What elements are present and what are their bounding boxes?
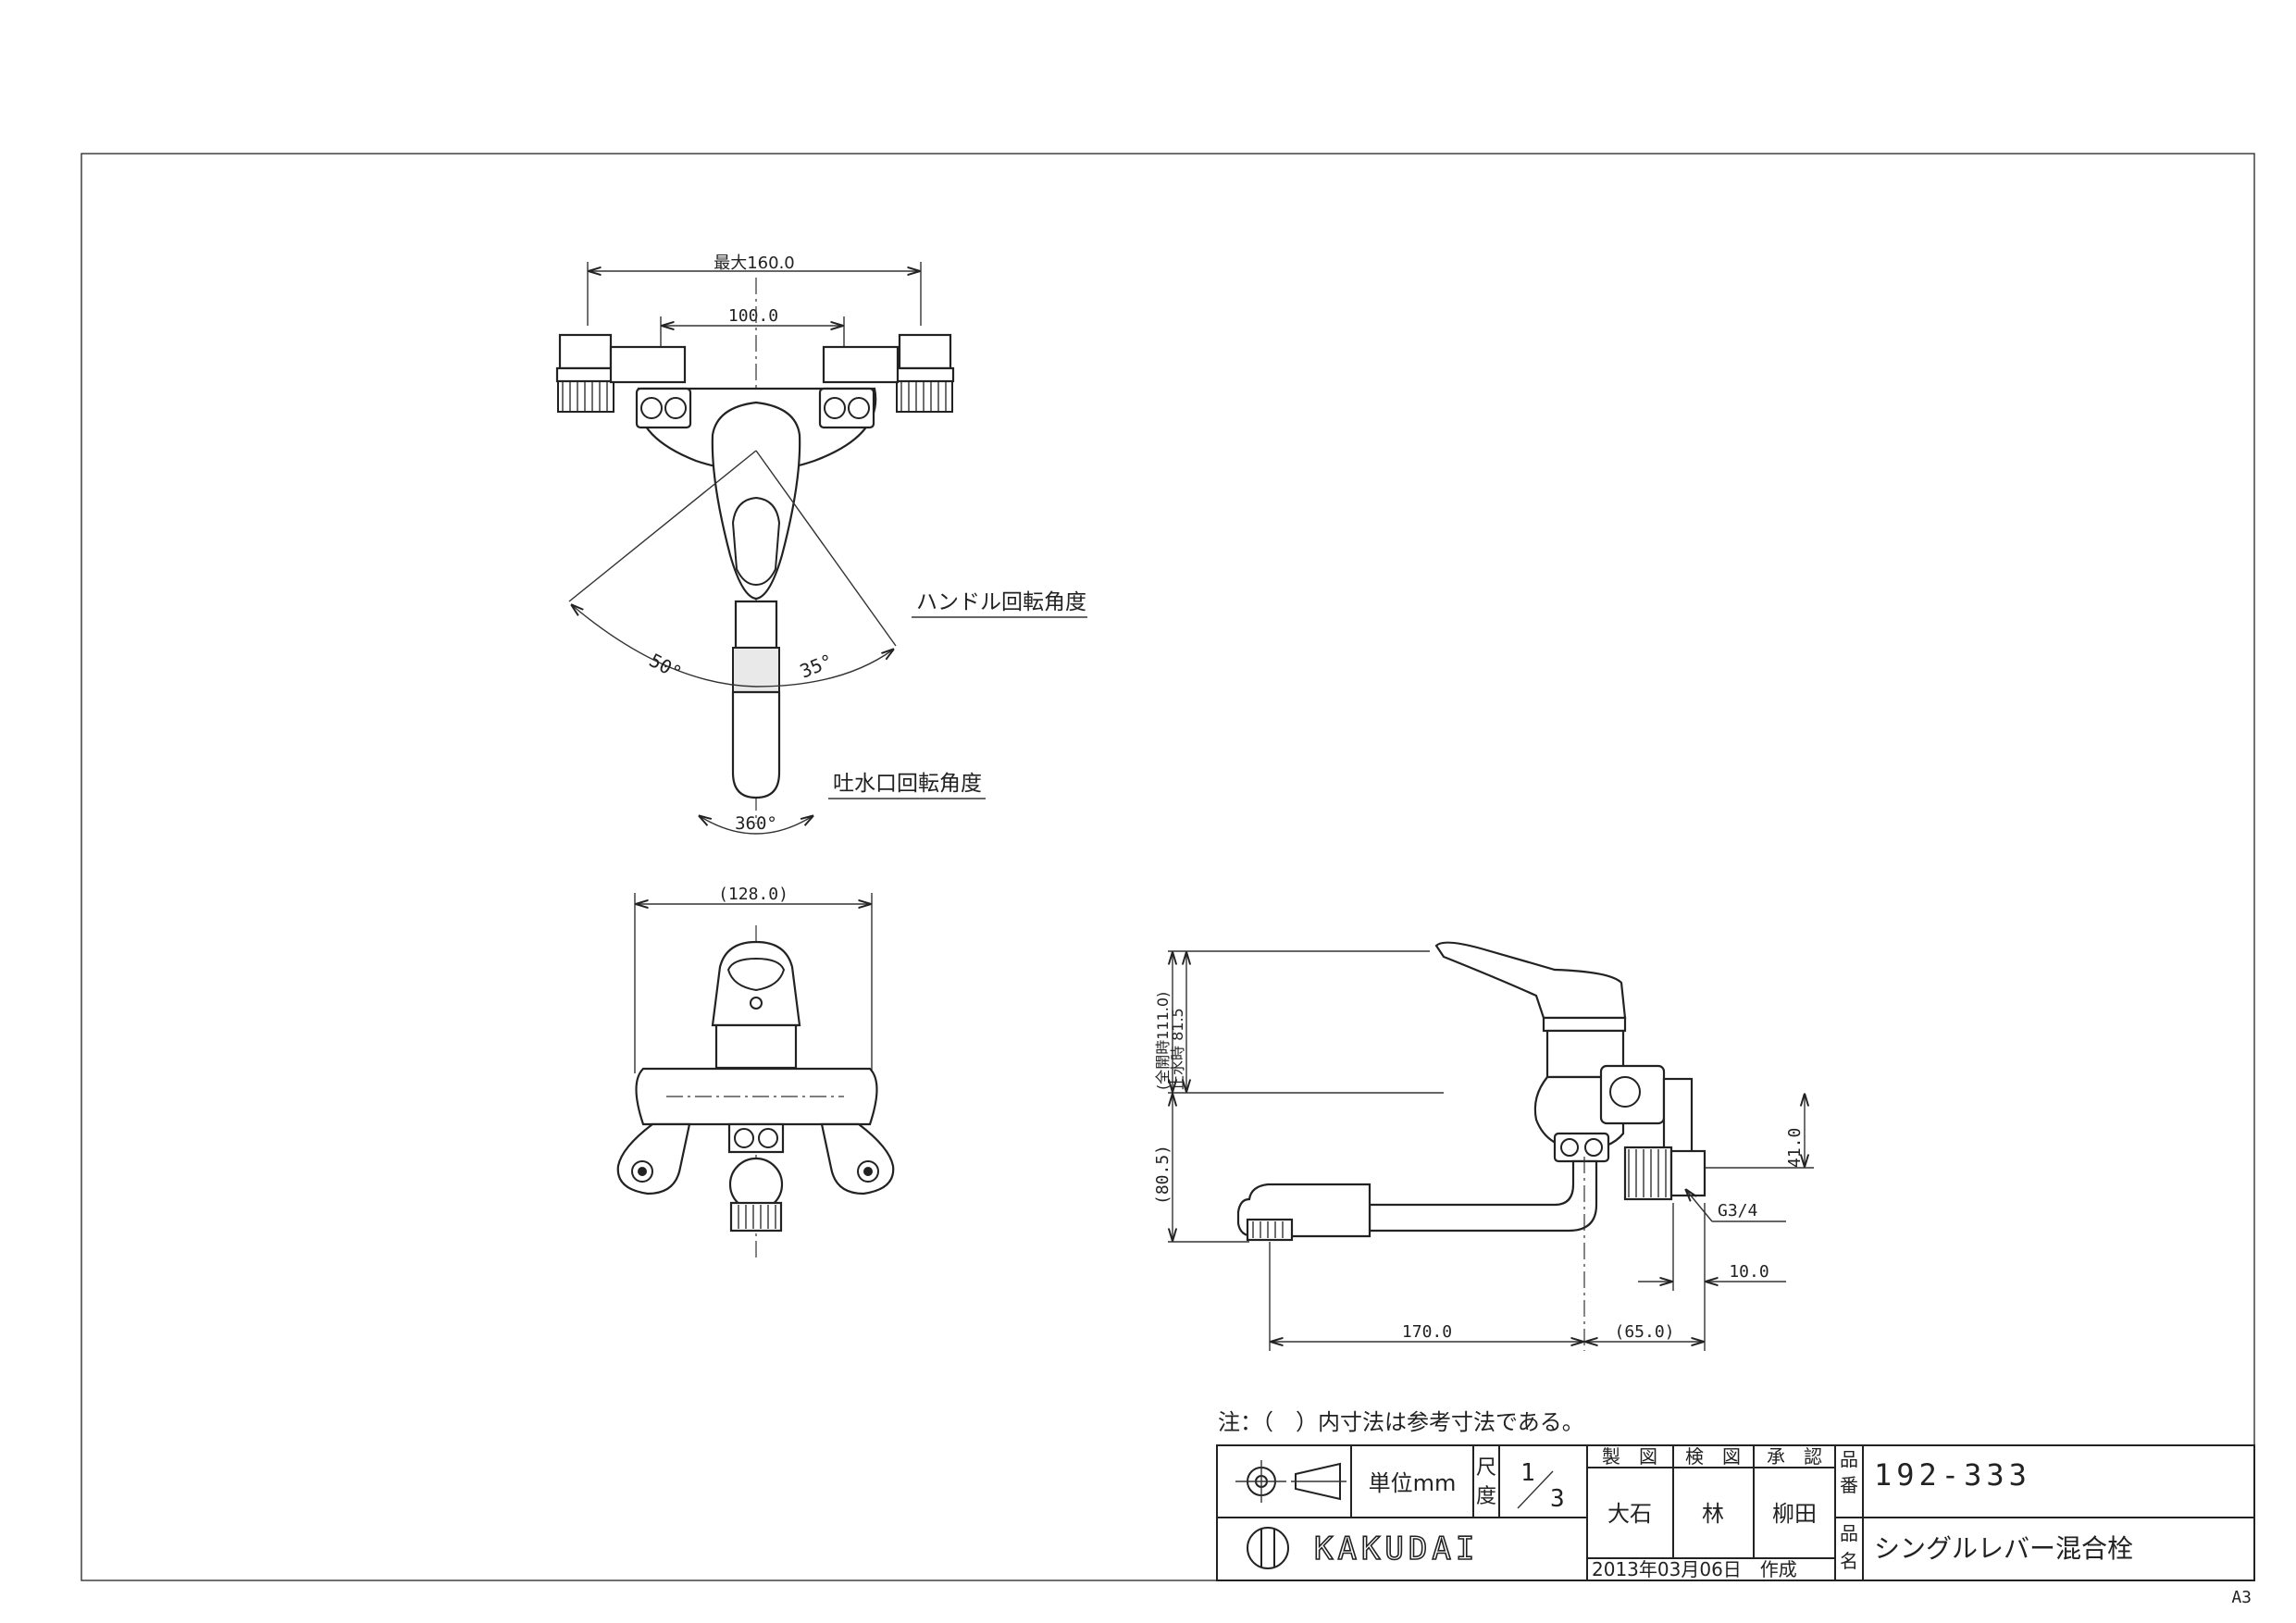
scale-label-2: 度: [1476, 1485, 1496, 1508]
handle-lever: [711, 401, 801, 601]
callout-spout-rotation: 吐水口回転角度: [833, 772, 982, 796]
lever-grip: [731, 496, 781, 587]
left-thread: [557, 380, 614, 413]
side-thread-nut: [1623, 1146, 1673, 1201]
approved-header: 承 認: [1767, 1445, 1822, 1468]
kakudai-logo: KAKUDAI: [1247, 1527, 1479, 1569]
spout-rotation-label: 360°: [735, 813, 777, 834]
front-spout-aerator: [729, 1201, 783, 1233]
dim-max-width-label: 最大160.0: [714, 254, 795, 273]
brand-name: KAKUDAI: [1314, 1530, 1479, 1567]
side-inlet-thread: [1669, 1149, 1706, 1197]
right-arm: [822, 345, 900, 384]
drawing-date: 2013年03月06日 作成: [1592, 1558, 1797, 1580]
title-block: 単位mm 尺 度 1 3 KAKUDAI 製 図 検 図 承 認 大石 林 柳田…: [1216, 1444, 2255, 1581]
scale-numerator: 1: [1520, 1459, 1535, 1487]
front-handle: [711, 940, 801, 1027]
part-no-label-1: 品: [1840, 1448, 1858, 1470]
side-view: (全開時111.0) 止水時 81.5 (80.5) 41.0: [1153, 941, 1814, 1351]
dim-front-width-label: (128.0): [718, 885, 788, 904]
side-aerator: [1246, 1218, 1294, 1242]
dim-depth-label: (65.0): [1614, 1322, 1674, 1342]
part-name-label-1: 品: [1840, 1522, 1858, 1544]
side-lever: [1434, 941, 1627, 1020]
scale-denominator: 3: [1550, 1485, 1565, 1513]
part-no-label-2: 番: [1840, 1474, 1858, 1496]
projection-symbol: [1235, 1460, 1347, 1503]
dim-lower-label: (80.5): [1153, 1145, 1173, 1205]
checked-header: 検 図: [1685, 1445, 1741, 1468]
side-cartridge-ring: [1542, 1016, 1627, 1033]
left-union: [635, 387, 692, 429]
thread-label: G3/4: [1718, 1201, 1757, 1220]
made-by: 大石: [1607, 1501, 1652, 1527]
left-elbow-nut: [555, 366, 616, 383]
right-thread: [896, 380, 953, 413]
dim-closed-label: 止水時 81.5: [1169, 1008, 1186, 1090]
front-handle-window: [726, 957, 786, 992]
right-elbow-nut: [894, 366, 955, 383]
thread-leader: [1686, 1190, 1713, 1222]
front-view: (128.0): [616, 885, 895, 1258]
scale-label-1: 尺: [1476, 1456, 1496, 1480]
unit-label: 単位mm: [1369, 1470, 1457, 1496]
dim-full-open-label: (全開時111.0): [1154, 992, 1172, 1090]
top-view: 最大160.0 100.0: [555, 254, 1087, 835]
angle-left-label: 50°: [646, 649, 686, 684]
spout-rotation-arc: [700, 816, 813, 835]
right-union: [818, 387, 875, 429]
side-spout-pipe: [1368, 1159, 1598, 1233]
spout-tip: [731, 690, 781, 799]
callout-handle-rotation: ハンドル回転角度: [916, 590, 1086, 614]
reference-note: 注：（ ）内寸法は参考寸法である。: [1218, 1409, 1584, 1435]
dim-inlet-height-label: 41.0: [1785, 1128, 1805, 1168]
side-spout-nut: [1553, 1132, 1610, 1163]
front-cartridge: [714, 1023, 798, 1070]
approved-by: 柳田: [1772, 1501, 1817, 1527]
checked-by: 林: [1702, 1501, 1724, 1527]
front-right-leg: [820, 1122, 895, 1196]
made-header: 製 図: [1602, 1445, 1657, 1468]
part-name-label-2: 名: [1840, 1550, 1858, 1572]
dim-reach-label: 170.0: [1402, 1322, 1452, 1342]
front-left-leg: [616, 1122, 691, 1196]
spout-neck: [734, 600, 778, 650]
sheet-size: A3: [2231, 1588, 2252, 1607]
left-arm: [609, 345, 687, 384]
right-elbow-cap: [898, 333, 952, 370]
sheet-border: [81, 153, 2255, 1581]
part-number: 192-333: [1874, 1457, 2031, 1493]
handle-rotation-arc: [572, 605, 893, 688]
part-name: シングルレバー混合栓: [1874, 1533, 2133, 1564]
dim-offset-label: 10.0: [1729, 1262, 1769, 1282]
left-elbow-cap: [558, 333, 613, 370]
angle-line-left: [568, 450, 757, 602]
dim-pitch-label: 100.0: [728, 306, 778, 326]
front-spout-nut: [727, 1122, 785, 1154]
